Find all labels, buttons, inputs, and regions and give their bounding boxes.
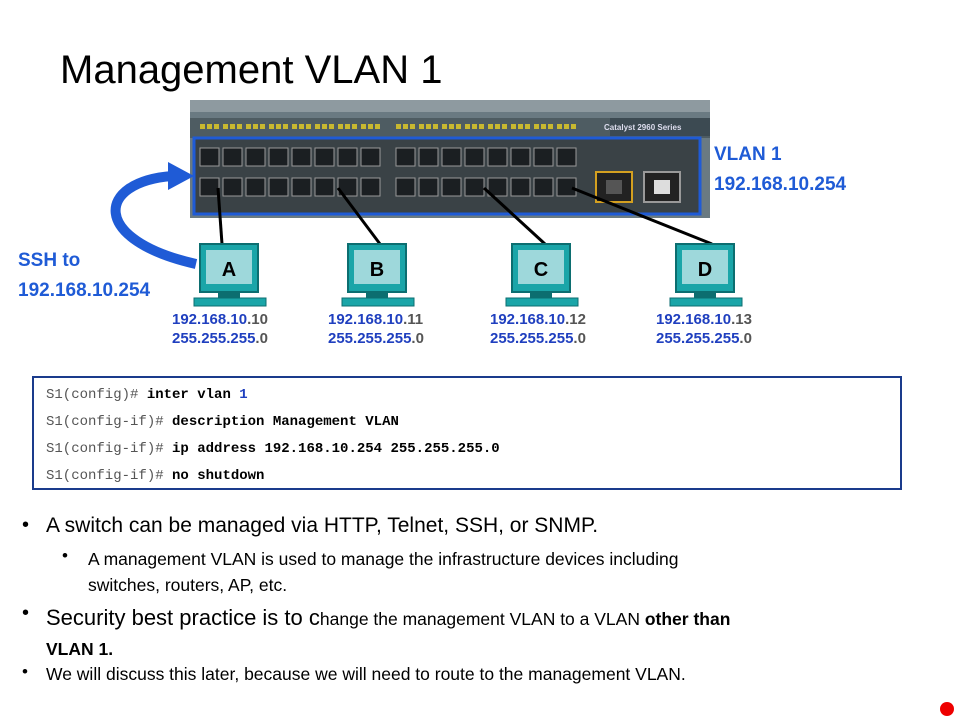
cli-box: S1(config)# inter vlan 1 S1(config-if)# … <box>32 376 902 490</box>
switch-port <box>245 177 266 197</box>
pc-icon: D <box>669 243 743 307</box>
switch-port <box>199 177 220 197</box>
ssh-label-ip: 192.168.10.254 <box>18 280 151 301</box>
switch-port <box>199 147 220 167</box>
switch-port <box>337 177 358 197</box>
switch-port <box>464 147 485 167</box>
bullet-2: Security best practice is to change the … <box>46 605 731 659</box>
bullet-1: A switch can be managed via HTTP, Telnet… <box>46 514 599 537</box>
ssh-label-text: SSH to <box>18 250 81 271</box>
pc-letter-label: C <box>534 259 548 281</box>
pc-letter-label: B <box>370 259 384 281</box>
switch-port <box>441 147 462 167</box>
switch-port <box>487 177 508 197</box>
vlan-label-name: VLAN 1 <box>714 144 782 165</box>
switch-port <box>395 177 416 197</box>
switch-port <box>556 147 577 167</box>
switch-port <box>222 177 243 197</box>
bullet-3: We will discuss this later, because we w… <box>46 664 686 684</box>
pc-letter-label: D <box>698 259 712 281</box>
pc-icon: A <box>193 243 267 307</box>
pc-c-address: 192.168.10.12 255.255.255.0 <box>490 311 586 347</box>
cables <box>216 186 713 246</box>
switch-port <box>245 147 266 167</box>
switch-port <box>222 147 243 167</box>
switch-port <box>360 177 381 197</box>
switch-port <box>464 177 485 197</box>
cli-line: S1(config)# inter vlan 1 <box>46 387 248 403</box>
pc-letter-label: A <box>222 259 236 281</box>
network-diagram: Catalyst 2960 Series A B C D <box>110 100 743 307</box>
pc-icon: B <box>341 243 415 307</box>
switch-port <box>510 177 531 197</box>
cli-line: S1(config-if)# no shutdown <box>46 468 265 484</box>
switch-port <box>314 177 335 197</box>
pc-icon: C <box>505 243 579 307</box>
cli-line: S1(config-if)# ip address 192.168.10.254… <box>46 441 500 457</box>
switch-port <box>510 147 531 167</box>
cli-line: S1(config-if)# description Management VL… <box>46 414 399 430</box>
switch-model-label: Catalyst 2960 Series <box>604 123 682 132</box>
switch-port <box>268 177 289 197</box>
pc-b-address: 192.168.10.11 255.255.255.0 <box>328 311 424 347</box>
pc-a-address: 192.168.10.10 255.255.255.0 <box>172 311 268 347</box>
switch-port <box>268 147 289 167</box>
switch-device: Catalyst 2960 Series <box>190 100 710 218</box>
pc-d-address: 192.168.10.13 255.255.255.0 <box>656 311 752 347</box>
switch-port <box>533 177 554 197</box>
switch-port <box>291 147 312 167</box>
bullet-1a: A management VLAN is used to manage the … <box>88 549 679 595</box>
slide-marker-dot <box>940 702 954 716</box>
ssh-arrow-icon <box>110 162 198 269</box>
switch-port <box>291 177 312 197</box>
switch-port <box>337 147 358 167</box>
switch-port <box>487 147 508 167</box>
vlan-label: VLAN 1 192.168.10.254 <box>714 140 846 200</box>
page-title: Management VLAN 1 <box>60 48 443 92</box>
switch-port <box>395 147 416 167</box>
ssh-label: SSH to 192.168.10.254 <box>18 246 150 306</box>
switch-port <box>533 147 554 167</box>
switch-port <box>441 177 462 197</box>
switch-port <box>360 147 381 167</box>
switch-port <box>556 177 577 197</box>
switch-port <box>314 147 335 167</box>
switch-port <box>418 147 439 167</box>
vlan-label-ip: 192.168.10.254 <box>714 174 847 195</box>
switch-port <box>418 177 439 197</box>
